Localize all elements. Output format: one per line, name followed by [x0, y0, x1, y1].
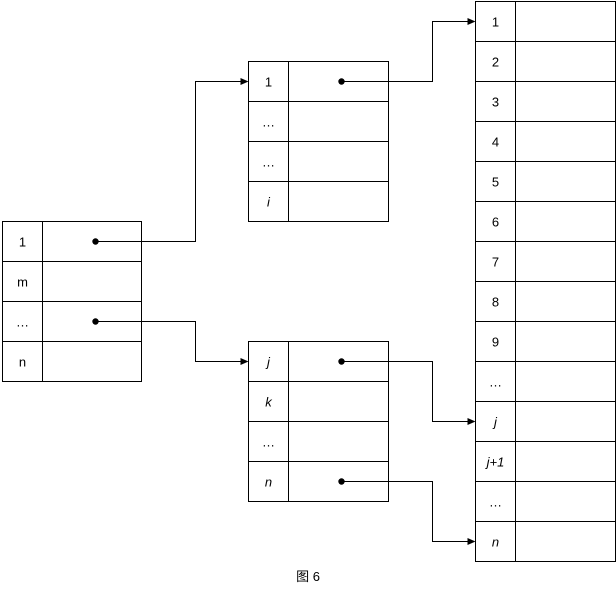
row-label: n — [265, 475, 272, 490]
row-label: … — [489, 495, 502, 510]
figure-caption: 图 6 — [296, 569, 320, 584]
row-label: 5 — [492, 175, 499, 190]
row-label: j+1 — [485, 455, 505, 470]
table-row: … — [262, 115, 275, 130]
row-label: 7 — [492, 255, 499, 270]
row-label: 1 — [265, 75, 272, 90]
table-row: 1 — [492, 15, 499, 30]
row-label: m — [17, 275, 28, 290]
row-label: 1 — [492, 15, 499, 30]
row-label: n — [492, 535, 499, 550]
row-label: 4 — [492, 135, 499, 150]
row-label: 3 — [492, 95, 499, 110]
table-row: 7 — [492, 255, 499, 270]
table-row: … — [489, 375, 502, 390]
table-row: k — [265, 395, 273, 410]
row-label: … — [16, 315, 29, 330]
pointer-arrow — [95, 78, 249, 242]
row-label: … — [262, 115, 275, 130]
table-row: 3 — [492, 95, 499, 110]
row-label: 9 — [492, 335, 499, 350]
row-label: k — [265, 395, 273, 410]
row-label: … — [489, 375, 502, 390]
row-label: … — [262, 155, 275, 170]
row-label: j — [265, 355, 271, 370]
row-label: 2 — [492, 55, 499, 70]
table-row: n — [492, 535, 499, 550]
row-label: 8 — [492, 295, 499, 310]
table-row: j+1 — [485, 455, 505, 470]
row-label: 1 — [19, 235, 26, 250]
table-mid-bottom: j k … n — [248, 341, 389, 502]
table-row: m — [17, 275, 28, 290]
pointer-arrow — [341, 361, 476, 425]
table-row: j — [492, 415, 498, 430]
row-label: … — [262, 435, 275, 450]
table-row: 8 — [492, 295, 499, 310]
table-row: 5 — [492, 175, 499, 190]
table-row: 9 — [492, 335, 499, 350]
pointer-arrow — [95, 321, 249, 365]
row-label: 6 — [492, 215, 499, 230]
table-row: i — [267, 195, 271, 210]
row-label: i — [267, 195, 271, 210]
pointer-arrow — [341, 481, 476, 545]
table-row: 4 — [492, 135, 499, 150]
table-row: … — [262, 435, 275, 450]
table-row: 2 — [492, 55, 499, 70]
table-mid-top: 1 … … i — [248, 61, 389, 222]
table-row: 6 — [492, 215, 499, 230]
table-row: … — [262, 155, 275, 170]
row-label: n — [19, 355, 26, 370]
table-root: 1 m … n — [2, 221, 142, 382]
table-row: n — [19, 355, 26, 370]
table-row: … — [489, 495, 502, 510]
pointer-arrow — [341, 18, 476, 82]
table-leaf: 1 2 3 4 5 6 7 8 9 … j j+1 … n — [475, 1, 616, 562]
row-label: j — [492, 415, 498, 430]
